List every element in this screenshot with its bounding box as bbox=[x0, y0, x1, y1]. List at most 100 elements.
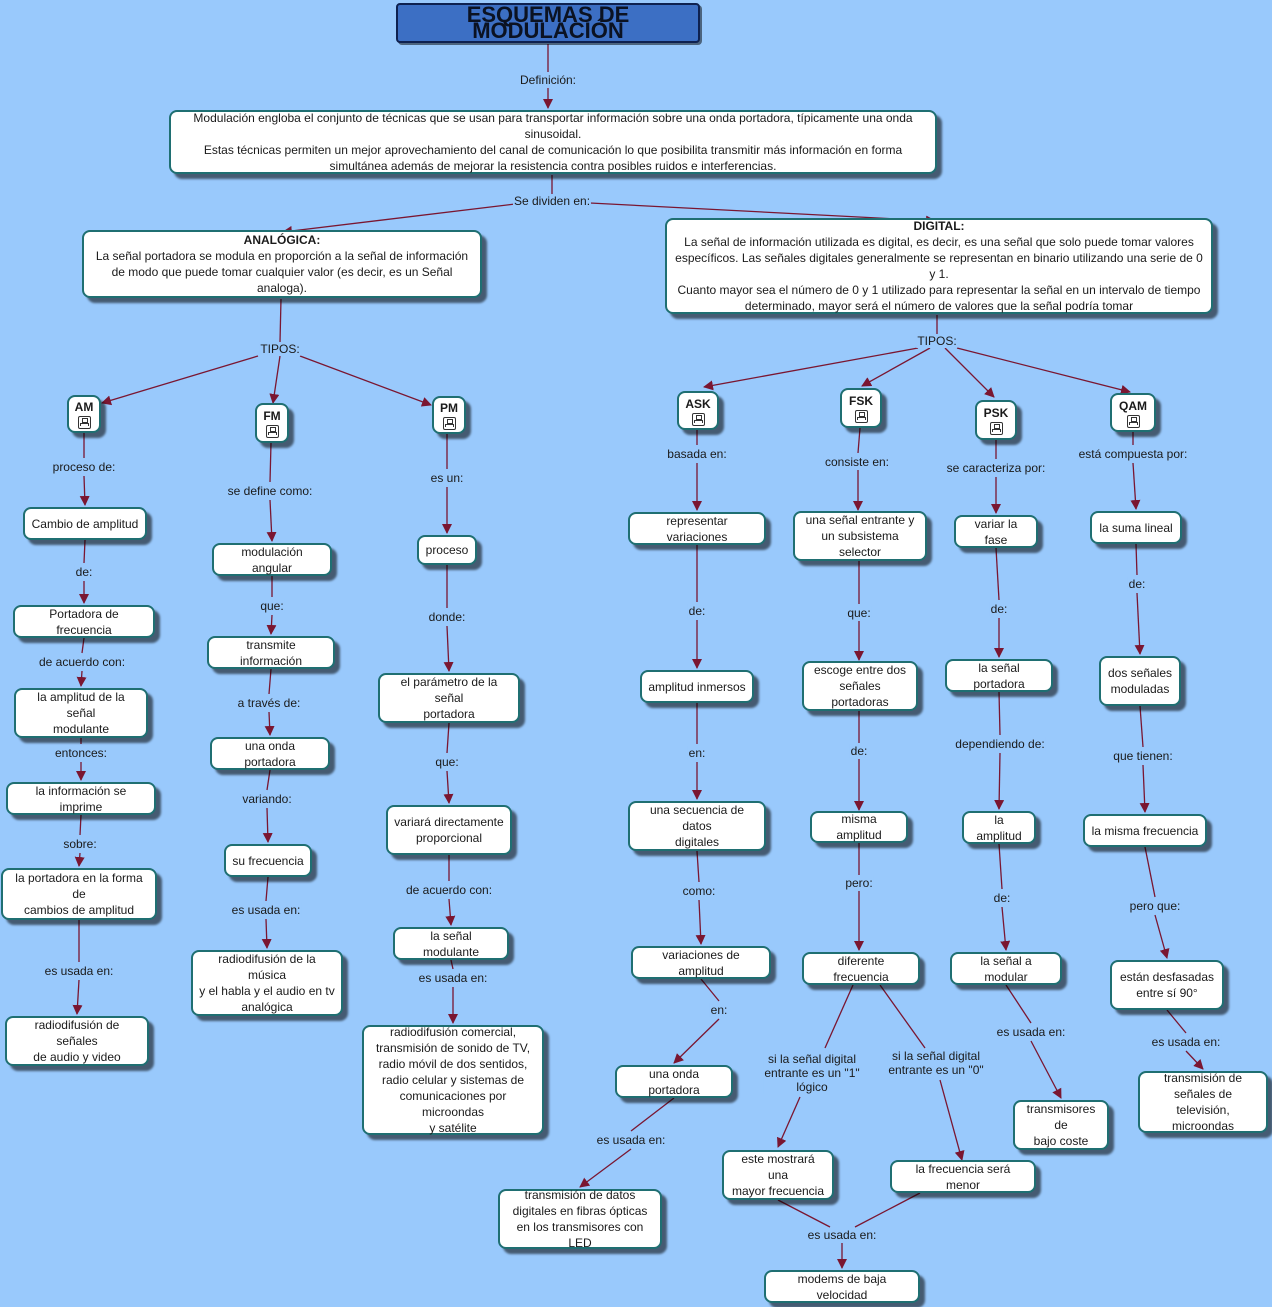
fm-edge-a-4 bbox=[266, 769, 271, 791]
qam-node-1: la suma lineal bbox=[1090, 511, 1182, 544]
submap-icon[interactable] bbox=[854, 410, 868, 423]
ask-label-1: basada en: bbox=[666, 447, 728, 461]
ask-label-3: en: bbox=[687, 746, 707, 760]
am-label-6: es usada en: bbox=[43, 964, 115, 978]
ask-label-2: de: bbox=[687, 604, 707, 618]
fsk-node-4: diferente frecuencia bbox=[802, 952, 920, 985]
am-edge-b-3 bbox=[76, 670, 87, 687]
qam-edge-b-3 bbox=[1139, 764, 1150, 813]
qam-node[interactable]: QAM bbox=[1110, 393, 1156, 432]
psk-label-4: de: bbox=[992, 891, 1012, 905]
qam-edge-b-2 bbox=[1134, 592, 1145, 655]
fm-node-5: radiodifusión de la música y el habla y … bbox=[191, 950, 343, 1016]
pm-node-label: PM bbox=[440, 401, 458, 415]
am-edge-b-5 bbox=[74, 852, 85, 867]
fsk-node-5: este mostrará una mayor frecuencia bbox=[722, 1150, 834, 1200]
fsk-node-label: FSK bbox=[849, 394, 873, 408]
am-node-label: AM bbox=[74, 400, 94, 414]
qam-label-1: está compuesta por: bbox=[1077, 447, 1189, 461]
fm-label-1: se define como: bbox=[226, 484, 314, 498]
submap-icon[interactable] bbox=[1126, 414, 1140, 428]
fsk-edge-b-6 bbox=[939, 1079, 965, 1161]
qam-label-3: que tienen: bbox=[1112, 749, 1174, 763]
submap-icon[interactable] bbox=[989, 422, 1003, 435]
fsk-edge-a-7 bbox=[777, 1199, 831, 1228]
fsk-label-6: si la señal digital entrante es un "0" bbox=[887, 1049, 985, 1077]
ask-node-label: ASK bbox=[685, 396, 711, 411]
fm-edge-a-3 bbox=[268, 668, 272, 695]
ask-edge-b-6 bbox=[579, 1148, 632, 1188]
am-edge-a-2 bbox=[83, 539, 86, 564]
am-node-1: Cambio de amplitud bbox=[23, 507, 147, 540]
fsk-label-5: si la señal digital entrante es un "1" l… bbox=[763, 1052, 861, 1094]
ask-node-5: una onda portadora bbox=[615, 1065, 733, 1098]
fm-edge-b-2 bbox=[266, 614, 277, 635]
fm-edge-b-1 bbox=[266, 499, 277, 542]
fsk-edge-a-6 bbox=[879, 984, 926, 1049]
fsk-node-2: escoge entre dos señales portadoras bbox=[802, 661, 918, 711]
pm-edge-b-2 bbox=[443, 625, 454, 672]
qam-label-5: es usada en: bbox=[1150, 1035, 1222, 1049]
fsk-node-7: modems de baja velocidad bbox=[764, 1270, 920, 1303]
definition-label: Definición: bbox=[518, 73, 578, 87]
pm-label-4: de acuerdo con: bbox=[404, 883, 494, 897]
ask-node-4: variaciones de amplitud bbox=[631, 946, 771, 979]
pm-edge-a-3 bbox=[446, 722, 450, 754]
fsk-label-3: de: bbox=[849, 744, 869, 758]
fsk-node[interactable]: FSK bbox=[840, 388, 882, 428]
fsk-label-1: consiste en: bbox=[823, 455, 891, 469]
am-node-3: la amplitud de la señal modulante bbox=[14, 688, 148, 738]
digital-tipos-label: TIPOS: bbox=[916, 334, 958, 348]
pm-label-3: que: bbox=[434, 755, 460, 769]
page-title: ESQUEMAS DE MODULACIÓN bbox=[396, 3, 700, 43]
submap-icon[interactable] bbox=[265, 425, 279, 438]
fm-node-3: una onda portadora bbox=[210, 737, 330, 770]
qam-node-5: transmisión de señales de televisión, mi… bbox=[1138, 1071, 1268, 1133]
psk-label-3: dependiendo de: bbox=[954, 737, 1046, 751]
submap-icon[interactable] bbox=[77, 416, 91, 429]
divide-label: Se dividen en: bbox=[512, 194, 592, 208]
psk-node-5: transmisores de bajo coste bbox=[1013, 1100, 1109, 1150]
pm-node[interactable]: PM bbox=[432, 396, 466, 434]
psk-edge-a-3 bbox=[998, 691, 1001, 736]
fm-node-1: modulación angular bbox=[212, 543, 332, 576]
ask-label-6: es usada en: bbox=[595, 1133, 667, 1147]
psk-edge-a-4 bbox=[998, 843, 1003, 890]
pm-edge-b-4 bbox=[445, 898, 456, 926]
submap-icon[interactable] bbox=[691, 412, 705, 426]
psk-node-1: variar la fase bbox=[954, 515, 1038, 548]
fm-node[interactable]: FM bbox=[255, 403, 289, 443]
qam-edge-a-5 bbox=[1166, 1009, 1187, 1034]
edge-divide-analog bbox=[282, 203, 516, 236]
submap-icon[interactable] bbox=[442, 417, 456, 430]
qam-node-label: QAM bbox=[1119, 398, 1147, 413]
fm-edge-a-5 bbox=[265, 876, 269, 902]
fm-label-2: que: bbox=[259, 599, 285, 613]
pm-edge-b-3 bbox=[443, 770, 454, 804]
edge-tipos-fsk-node bbox=[861, 347, 931, 387]
ask-label-4: como: bbox=[681, 884, 717, 898]
fm-edge-b-3 bbox=[264, 711, 275, 736]
psk-edge-a-5 bbox=[1005, 984, 1032, 1024]
analog-box-title: ANALÓGICA: bbox=[243, 233, 321, 247]
am-node-4: la información se imprime bbox=[6, 782, 156, 815]
edge-analog-tipos bbox=[279, 298, 282, 343]
psk-label-5: es usada en: bbox=[995, 1025, 1067, 1039]
analog-box-text: La señal portadora se modula en proporci… bbox=[95, 249, 469, 295]
fsk-label-2: que: bbox=[846, 606, 872, 620]
qam-edge-b-1 bbox=[1130, 462, 1141, 510]
pm-node-4: la señal modulante bbox=[393, 927, 509, 960]
am-edge-b-6 bbox=[72, 979, 83, 1015]
psk-node-2: la señal portadora bbox=[945, 659, 1053, 692]
am-node[interactable]: AM bbox=[67, 395, 101, 433]
fm-node-2: transmite información bbox=[207, 636, 335, 669]
pm-label-2: donde: bbox=[427, 610, 467, 624]
am-edge-a-5 bbox=[79, 814, 82, 836]
fm-node-label: FM bbox=[263, 409, 281, 423]
am-label-3: de acuerdo con: bbox=[37, 655, 127, 669]
edge-tipos-ask-node bbox=[703, 347, 919, 391]
psk-node[interactable]: PSK bbox=[975, 400, 1017, 440]
ask-node[interactable]: ASK bbox=[677, 391, 719, 430]
psk-edge-b-5 bbox=[1030, 1040, 1062, 1099]
fsk-edge-a-5 bbox=[824, 984, 854, 1049]
